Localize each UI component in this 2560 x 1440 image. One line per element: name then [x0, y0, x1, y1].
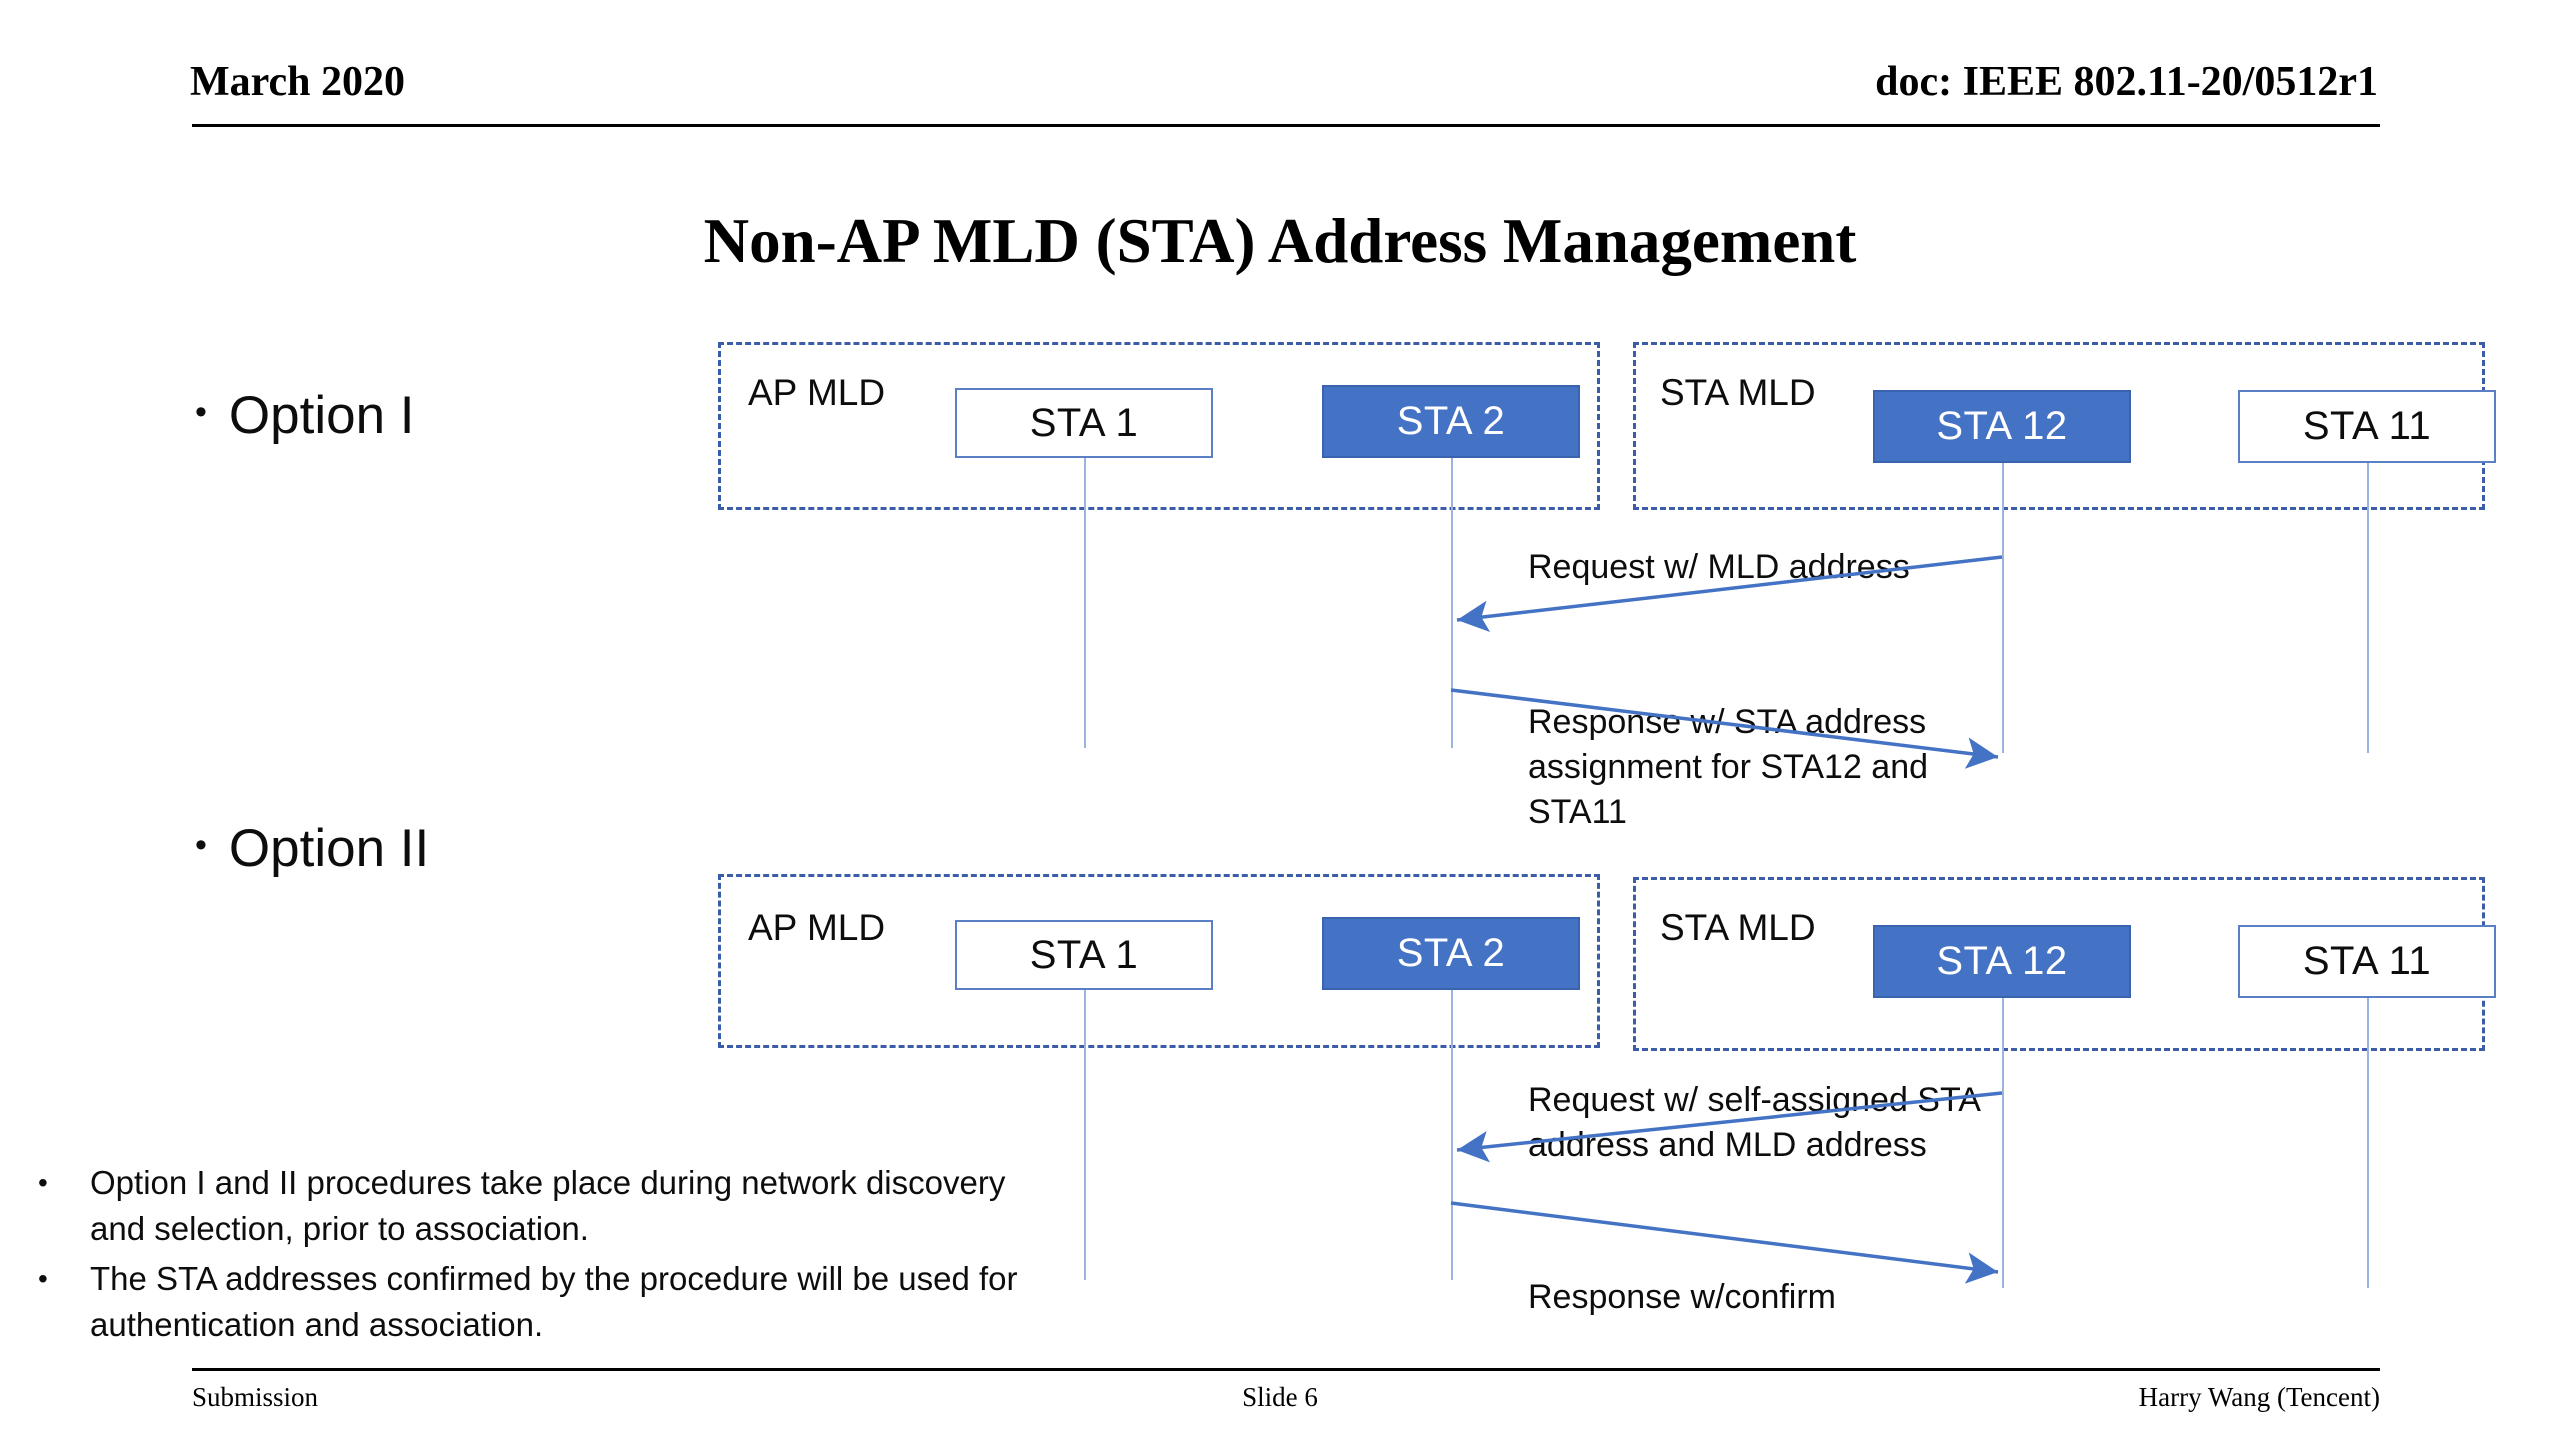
option-2-label-text: Option II [228, 819, 430, 878]
option-2-ap-node-sta-2[interactable]: STA 2 [1322, 917, 1580, 990]
option-2-ap-node-sta-1[interactable]: STA 1 [955, 920, 1213, 990]
option-1-sta-mld-caption: STA MLD [1660, 372, 1816, 413]
option-2-lifeline-sta-12 [2002, 998, 2004, 1288]
option-1-sta-node-sta-12[interactable]: STA 12 [1873, 390, 2131, 463]
list-item: • Option I and II procedures take place … [30, 1160, 1040, 1252]
option-1-label-text: Option I [228, 386, 415, 445]
notes-list: • Option I and II procedures take place … [30, 1160, 1040, 1352]
footer-author: Harry Wang (Tencent) [2138, 1382, 2380, 1412]
bullet-glyph: • [38, 1263, 48, 1294]
option-2-lifeline-sta-2 [1451, 990, 1453, 1280]
option-2-ap-mld-container [718, 874, 1600, 1048]
option-1-lifeline-sta-11 [2367, 463, 2369, 753]
bullet-glyph: • [195, 393, 207, 431]
option-1-label: • Option I [195, 385, 415, 446]
header-date: March 2020 [190, 59, 406, 105]
option-1-message-2-label: Response w/ STA address assignment for S… [1528, 703, 1929, 831]
option-1-ap-mld-container [718, 342, 1600, 510]
note-text: Option I and II procedures take place du… [90, 1164, 1006, 1247]
bullet-glyph: • [195, 826, 207, 864]
option-2-message-2-label: Response w/confirm [1528, 1278, 1837, 1316]
option-1-sta-node-sta-11[interactable]: STA 11 [2238, 390, 2496, 463]
note-text: The STA addresses confirmed by the proce… [90, 1260, 1018, 1343]
option-2-lifeline-sta-1 [1084, 990, 1086, 1280]
footer-submission: Submission [192, 1382, 319, 1412]
header-document-id: doc: IEEE 802.11-20/0512r1 [1875, 59, 2378, 105]
option-2-arrow-response [1450, 1201, 1999, 1284]
option-2-message-1-label: Request w/ self-assigned STA address and… [1528, 1081, 1981, 1164]
option-2-sta-node-sta-11[interactable]: STA 11 [2238, 925, 2496, 998]
option-1-message-1-label: Request w/ MLD address [1528, 548, 1910, 586]
bullet-glyph: • [38, 1167, 48, 1198]
option-2-ap-mld-caption: AP MLD [748, 907, 886, 948]
footer-slide-number: Slide 6 [1242, 1382, 1318, 1412]
footer-divider [192, 1368, 2380, 1371]
option-1-ap-node-sta-1[interactable]: STA 1 [955, 388, 1213, 458]
option-1-lifeline-sta-1 [1084, 458, 1086, 748]
option-2-sta-mld-caption: STA MLD [1660, 907, 1816, 948]
option-1-lifeline-sta-2 [1451, 458, 1453, 748]
option-2-sta-node-sta-12[interactable]: STA 12 [1873, 925, 2131, 998]
option-1-ap-node-sta-2[interactable]: STA 2 [1322, 385, 1580, 458]
option-2-lifeline-sta-11 [2367, 998, 2369, 1288]
page-title: Non-AP MLD (STA) Address Management [703, 206, 1857, 276]
header-divider [192, 124, 2380, 127]
option-1-lifeline-sta-12 [2002, 463, 2004, 753]
option-1-ap-mld-caption: AP MLD [748, 372, 886, 413]
list-item: • The STA addresses confirmed by the pro… [30, 1256, 1040, 1348]
option-2-label: • Option II [195, 818, 429, 879]
